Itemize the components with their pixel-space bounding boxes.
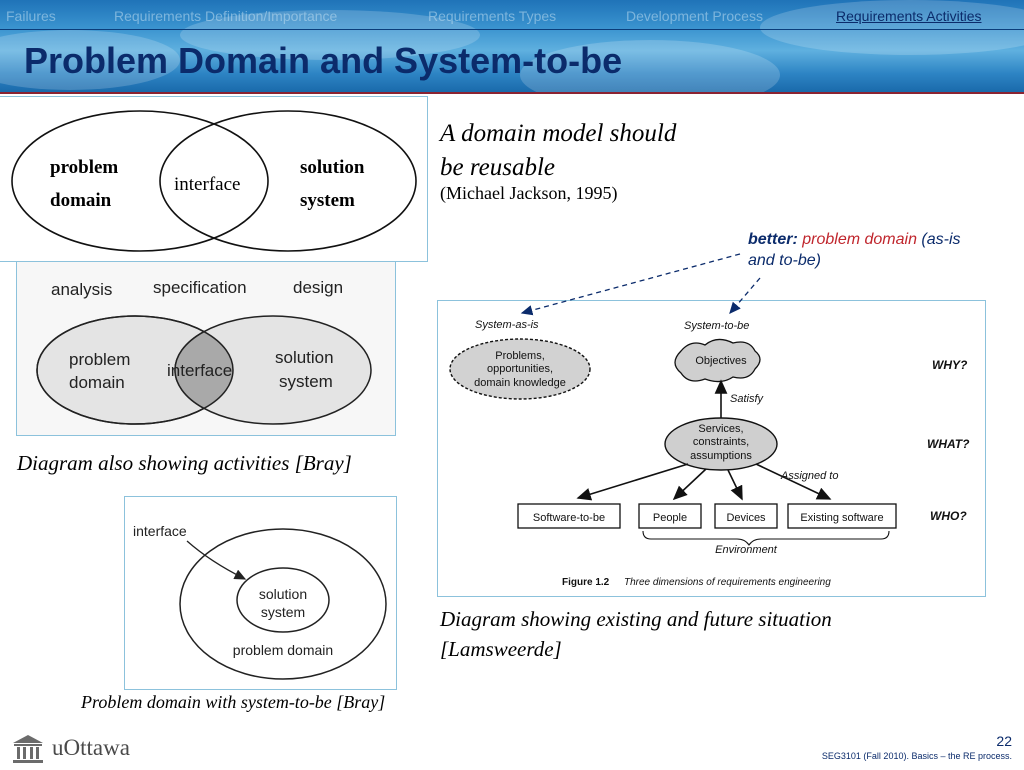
nav-bar: Failures Requirements Definition/Importa… [0, 6, 1024, 26]
slide-title: Problem Domain and System-to-be [24, 40, 623, 81]
uottawa-wordmark: uOttawa [52, 735, 130, 760]
d2-activity-analysis: analysis [51, 280, 112, 299]
caption-bray-domain: Problem domain with system-to-be [Bray] [81, 692, 386, 712]
lam-cloud-3: domain knowledge [474, 377, 566, 389]
quote-source: (Michael Jackson, 1995) [440, 183, 618, 203]
lamsweerde-svg: System-as-is System-to-be Problems, oppo… [449, 319, 970, 588]
better-rest-1: (as-is [921, 231, 961, 248]
nav-item-types[interactable]: Requirements Types [428, 8, 557, 24]
lam-cloud-2: opportunities, [487, 363, 553, 375]
caption-lamsweerde-1: Diagram showing existing and future situ… [440, 607, 832, 631]
lam-services-2: constraints, [693, 436, 749, 448]
uottawa-logo [10, 733, 46, 770]
header-bottom-rule [0, 92, 1024, 94]
bray-domain-svg: interface solution system problem domain [133, 523, 387, 680]
lam-fig-label: Figure 1.2 [562, 577, 610, 588]
d3-inner-1: solution [259, 586, 307, 602]
lam-objectives: Objectives [695, 355, 747, 367]
nav-item-activities[interactable]: Requirements Activities [836, 8, 982, 24]
quote-line-1: A domain model should [440, 120, 677, 147]
lam-why: WHY? [932, 358, 968, 372]
lam-to-be: System-to-be [684, 320, 749, 332]
d2-activity-specification: specification [153, 278, 247, 297]
caption-bray-activities: Diagram also showing activities [Bray] [17, 451, 352, 475]
d1-left-1: problem [50, 157, 118, 178]
quote-line-2: be reusable [440, 154, 556, 181]
lam-services-1: Services, [698, 423, 743, 435]
header-divider [0, 29, 1024, 30]
jackson-diagram-svg: problem domain interface solution system [11, 110, 417, 252]
better-rest-2: and to-be) [748, 252, 821, 269]
jackson-diagram: problem domain interface solution system [0, 96, 428, 262]
lam-box-devices: Devices [726, 512, 766, 524]
d3-pointer: interface [133, 523, 187, 539]
lam-services-3: assumptions [690, 450, 752, 462]
d2-middle: interface [167, 361, 232, 380]
footer-note: SEG3101 (Fall 2010). Basics – the RE pro… [821, 751, 1012, 761]
caption-lamsweerde: Diagram showing existing and future situ… [440, 604, 832, 664]
d1-middle: interface [174, 174, 240, 195]
lam-fig-caption: Three dimensions of requirements enginee… [624, 577, 831, 588]
d3-outer: problem domain [233, 642, 333, 658]
lam-as-is: System-as-is [475, 319, 539, 331]
lam-satisfy: Satisfy [730, 393, 765, 405]
lam-box-software: Software-to-be [533, 512, 605, 524]
caption-lamsweerde-2: [Lamsweerde] [440, 637, 562, 661]
d3-inner-2: system [261, 604, 305, 620]
bray-domain-diagram: interface solution system problem domain [124, 496, 397, 690]
lamsweerde-diagram: System-as-is System-to-be Problems, oppo… [437, 300, 986, 597]
better-red: problem domain [802, 231, 917, 248]
lam-box-people: People [653, 512, 687, 524]
nav-item-failures[interactable]: Failures [6, 8, 56, 24]
lam-environment: Environment [715, 544, 778, 556]
quote: A domain model should be reusable [440, 117, 740, 185]
bray-activities-svg: analysis specification design problem do… [36, 278, 372, 425]
d2-activity-design: design [293, 278, 343, 297]
header-banner: Failures Requirements Definition/Importa… [0, 0, 1024, 92]
d2-left-2: domain [69, 373, 125, 392]
lam-who: WHO? [930, 509, 967, 523]
d2-right-1: solution [275, 348, 334, 367]
lam-cloud-1: Problems, [495, 350, 545, 362]
page-number: 22 [996, 733, 1012, 749]
better-note: better: problem domain (as-is and to-be) [748, 229, 1018, 271]
lam-assigned: Assigned to [780, 470, 838, 482]
better-label: better: [748, 231, 798, 248]
nav-item-definition[interactable]: Requirements Definition/Importance [114, 8, 338, 24]
d1-right-1: solution [300, 157, 365, 178]
nav-item-process[interactable]: Development Process [626, 8, 763, 24]
d2-left-1: problem [69, 350, 130, 369]
d1-left-2: domain [50, 190, 112, 211]
lam-what: WHAT? [927, 437, 970, 451]
lam-box-existing: Existing software [800, 512, 883, 524]
building-icon [13, 735, 43, 763]
d1-right-2: system [300, 190, 355, 211]
bray-activities-diagram: analysis specification design problem do… [16, 261, 396, 436]
d2-right-2: system [279, 372, 333, 391]
